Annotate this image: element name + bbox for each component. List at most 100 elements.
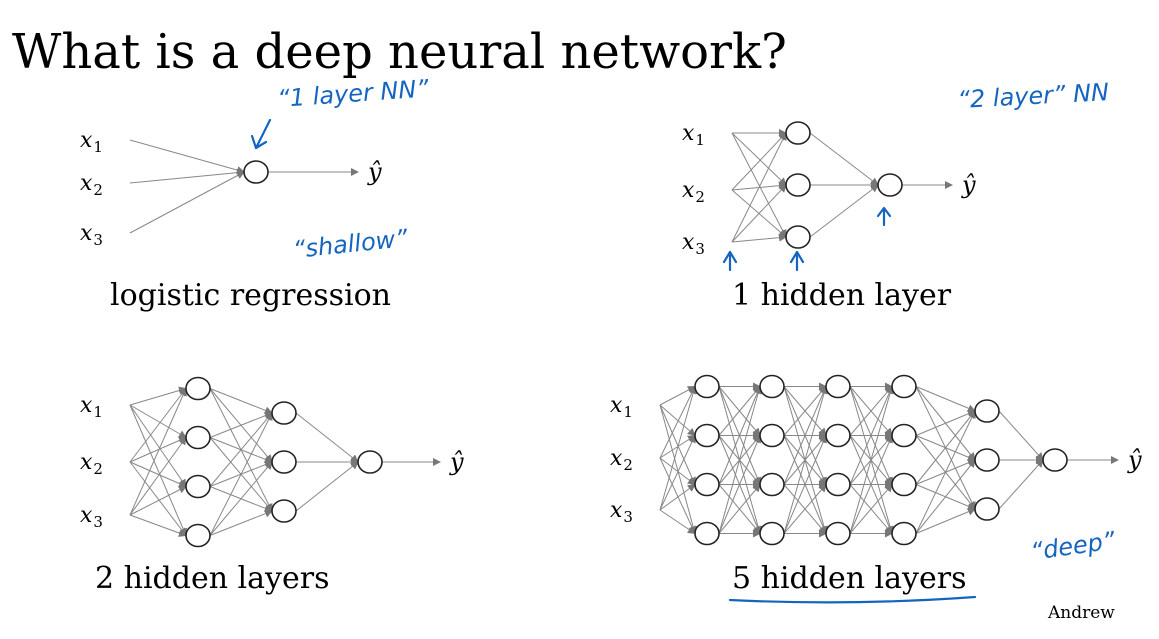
edge-connection bbox=[129, 387, 187, 516]
edge-connection bbox=[129, 168, 245, 184]
caption-5-hidden-layers: 5 hidden layers bbox=[732, 561, 966, 596]
edge-connection bbox=[209, 486, 273, 513]
edge-connection bbox=[295, 461, 359, 512]
edge-connection bbox=[659, 483, 696, 511]
edge-connection bbox=[129, 139, 245, 174]
caption-logistic-regression: logistic regression bbox=[110, 278, 391, 313]
slide-title: What is a deep neural network? bbox=[12, 24, 787, 80]
edge-connection bbox=[718, 484, 761, 535]
hidden-layer-3-neuron bbox=[825, 521, 851, 546]
annotation-arrow-icon bbox=[789, 250, 805, 272]
annotation-one-layer-nn: “1 layer NN” bbox=[276, 74, 430, 113]
edge-connection bbox=[659, 404, 696, 486]
output-neuron bbox=[357, 450, 383, 474]
edge-connection bbox=[295, 412, 359, 463]
caption-1-hidden-layer: 1 hidden layer bbox=[732, 278, 952, 313]
edge-connection bbox=[849, 386, 893, 437]
input-label-x1: x1 bbox=[682, 121, 705, 149]
edges bbox=[129, 139, 245, 234]
edge-connection bbox=[718, 386, 761, 486]
input-label-x3: x3 bbox=[80, 503, 103, 531]
edge-connection bbox=[731, 189, 787, 238]
hidden-layer-1-neuron bbox=[185, 425, 211, 450]
edges bbox=[129, 386, 359, 537]
hidden-layer-1-neuron bbox=[785, 225, 811, 249]
input-label-x2: x2 bbox=[682, 178, 705, 206]
hidden-layer-1-neuron bbox=[785, 173, 811, 197]
input-label-x1: x1 bbox=[80, 393, 103, 421]
output-label-yhat: ŷ bbox=[449, 448, 464, 476]
edge-connection bbox=[849, 484, 893, 535]
edge-connection bbox=[915, 484, 976, 511]
edge-connection bbox=[659, 404, 696, 437]
output-neuron bbox=[877, 173, 903, 197]
hidden-layer-2-neuron bbox=[759, 521, 785, 546]
hidden-layer-1-neuron bbox=[785, 121, 811, 145]
edge-connection bbox=[659, 457, 696, 486]
edge-connection bbox=[659, 404, 698, 535]
hidden-layer-1-neuron bbox=[185, 474, 211, 499]
edge-connection bbox=[209, 509, 273, 536]
author-credit: Andrew bbox=[1047, 603, 1115, 623]
edge-connection bbox=[129, 486, 187, 516]
edge-connection bbox=[209, 388, 273, 512]
hidden-layer-2-neuron bbox=[271, 401, 297, 425]
edges bbox=[659, 382, 1044, 538]
edge-connection bbox=[783, 386, 827, 437]
edge-connection bbox=[849, 386, 894, 535]
hidden-layer-2-neuron bbox=[271, 450, 297, 474]
hidden-layer-4-neuron bbox=[891, 374, 917, 399]
output-neuron bbox=[243, 160, 269, 184]
edge-connection bbox=[209, 388, 273, 415]
hidden-layer-3-neuron bbox=[825, 374, 851, 399]
output-label-yhat: ŷ bbox=[367, 158, 382, 186]
hidden-layer-5-neuron bbox=[974, 399, 1000, 423]
edge-connection bbox=[783, 484, 827, 535]
edge-connection bbox=[915, 435, 976, 510]
hidden-layer-1-neuron bbox=[185, 376, 211, 401]
edge-connection bbox=[849, 435, 893, 535]
input-label-x2: x2 bbox=[80, 171, 103, 199]
input-label-x1: x1 bbox=[610, 393, 633, 421]
edge-connection bbox=[659, 509, 696, 535]
edge-connection bbox=[783, 435, 827, 535]
edge-connection bbox=[783, 386, 828, 535]
edge-connection bbox=[718, 435, 761, 535]
hidden-layer-2-neuron bbox=[759, 423, 785, 448]
hidden-layer-2-neuron bbox=[271, 499, 297, 523]
edge-connection bbox=[129, 461, 187, 488]
edge-connection bbox=[129, 404, 187, 439]
edge-connection bbox=[731, 181, 787, 191]
edge-connection bbox=[731, 132, 787, 186]
edge-connection bbox=[659, 434, 696, 511]
output-label-yhat: ŷ bbox=[1127, 446, 1142, 474]
edge-connection bbox=[809, 184, 879, 238]
annotation-two-layer-nn: “2 layer” NN bbox=[957, 78, 1110, 114]
edge-connection bbox=[718, 386, 762, 535]
edge-connection bbox=[998, 410, 1044, 461]
hidden-layer-3-neuron bbox=[825, 423, 851, 448]
hidden-layer-4-neuron bbox=[891, 472, 917, 497]
edge-connection bbox=[915, 386, 976, 510]
edge-connection bbox=[915, 386, 976, 461]
input-label-x3: x3 bbox=[610, 498, 633, 526]
input-label-x2: x2 bbox=[610, 446, 633, 474]
edge-connection bbox=[783, 386, 827, 486]
edge-connection bbox=[731, 233, 787, 243]
annotation-shallow: “shallow” bbox=[292, 224, 410, 264]
edge-connection bbox=[129, 404, 187, 537]
edge-connection bbox=[129, 436, 187, 463]
edge-connection bbox=[129, 387, 187, 463]
input-label-x1: x1 bbox=[80, 128, 103, 156]
hidden-layer-3-neuron bbox=[825, 472, 851, 497]
edge-connection bbox=[809, 132, 879, 186]
hidden-layer-1-neuron bbox=[694, 472, 720, 497]
edge-connection bbox=[129, 404, 187, 488]
hidden-layer-1-neuron bbox=[694, 423, 720, 448]
edge-connection bbox=[129, 436, 187, 516]
five-hidden-layers-diagram: x1 x2 x3 ŷ bbox=[610, 374, 1142, 546]
input-label-x3: x3 bbox=[80, 221, 103, 249]
output-label-yhat: ŷ bbox=[961, 171, 976, 199]
